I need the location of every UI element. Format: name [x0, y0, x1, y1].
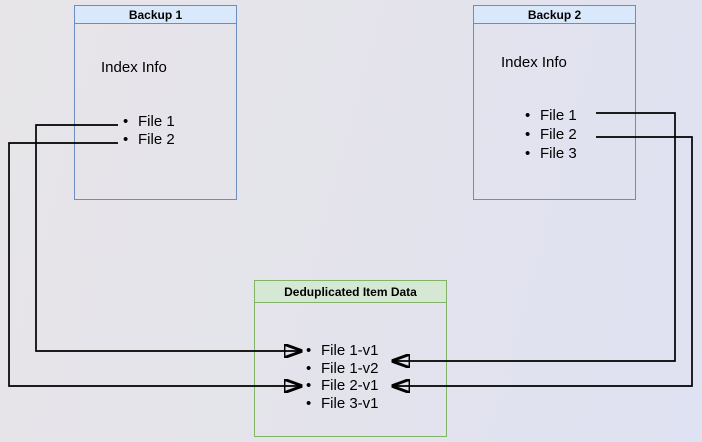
backup1-title: Backup 1 — [75, 6, 236, 24]
deduplicated-item-data-node: Deduplicated Item Data File 1-v1 File 1-… — [254, 280, 447, 437]
backup2-title: Backup 2 — [474, 6, 635, 24]
backup2-file-item: File 3 — [525, 144, 577, 163]
backup2-file-list: File 1 File 2 File 3 — [525, 106, 577, 163]
dedup-file-item: File 3-v1 — [306, 395, 379, 413]
backup2-node: Backup 2 Index Info File 1 File 2 File 3 — [473, 5, 636, 200]
dedup-file-item: File 1-v2 — [306, 360, 379, 378]
dedup-title: Deduplicated Item Data — [255, 281, 446, 303]
backup1-file-list: File 1 File 2 — [123, 113, 175, 149]
backup1-file-item: File 1 — [123, 113, 175, 131]
backup2-subtitle: Index Info — [501, 54, 567, 71]
backup1-subtitle: Index Info — [101, 59, 167, 76]
dedup-file-item: File 2-v1 — [306, 377, 379, 395]
dedup-file-list: File 1-v1 File 1-v2 File 2-v1 File 3-v1 — [306, 342, 379, 412]
backup1-node: Backup 1 Index Info File 1 File 2 — [74, 5, 237, 200]
backup2-file-item: File 2 — [525, 125, 577, 144]
dedup-file-item: File 1-v1 — [306, 342, 379, 360]
backup1-file-item: File 2 — [123, 131, 175, 149]
backup2-file-item: File 1 — [525, 106, 577, 125]
